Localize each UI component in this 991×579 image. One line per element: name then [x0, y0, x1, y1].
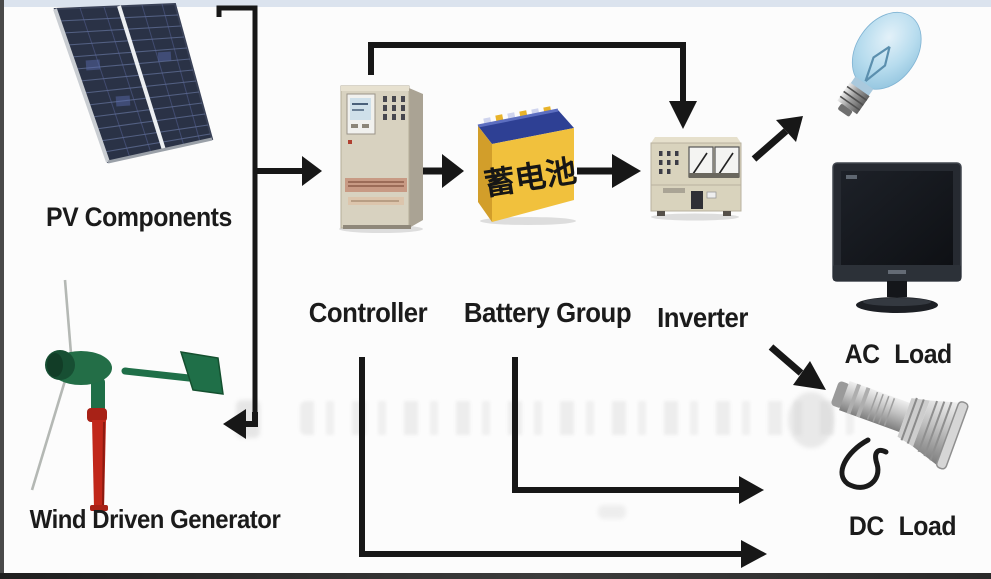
light-bulb-icon: [836, 4, 936, 132]
controller-label-band: [345, 178, 407, 192]
arrowhead-battery-dc: [739, 476, 764, 504]
watermark-artifact: [598, 505, 626, 519]
inverter-icon: [643, 133, 749, 223]
connector-controller-to-dc-load: [359, 357, 741, 557]
bottom-edge-bar: [0, 573, 991, 579]
inverter-indicators: [659, 151, 679, 174]
wind-turbine-icon: [15, 278, 230, 514]
connector-inverter-to-bulb: [751, 128, 789, 162]
panel-divider: [117, 5, 166, 151]
turbine-tail-fin: [179, 351, 224, 395]
left-edge-line: [0, 0, 4, 574]
arrowhead-to-bulb: [776, 116, 803, 142]
monitor-icon: [830, 160, 964, 316]
turbine-pole-collar: [87, 408, 107, 422]
flashlight-head: [913, 400, 959, 465]
wind-label: Wind Driven Generator: [29, 504, 281, 534]
solar-panel-icon: [38, 0, 223, 172]
inverter-switch: [691, 191, 703, 209]
arrowhead-to-controller: [302, 156, 322, 186]
dc-load-label: DC Load: [848, 511, 957, 541]
flashlight-icon: [820, 378, 975, 508]
ac-load-label: AC Load: [844, 339, 953, 369]
pv-label: PV Components: [46, 202, 232, 232]
watermark-artifact: [788, 392, 834, 448]
controller-indicators: [383, 96, 405, 120]
controller-icon: [335, 78, 435, 234]
panel-frame: [53, 8, 110, 163]
top-edge-strip: [0, 0, 991, 7]
inverter-label: Inverter: [657, 302, 748, 333]
controller-label: Controller: [308, 297, 428, 328]
arrowhead-to-battery: [442, 154, 464, 188]
monitor-stand: [887, 281, 907, 297]
battery-front: [492, 128, 574, 222]
flashlight-strap: [839, 437, 889, 490]
arrowhead-to-inverter: [612, 154, 641, 188]
bulb-filament: [864, 45, 891, 82]
battery-icon: 蓄电池: [470, 104, 582, 226]
watermark-artifact: [236, 400, 260, 438]
monitor-screen: [841, 171, 953, 267]
connector-inverter-to-ac-load: [768, 344, 804, 376]
arrowhead-top-to-inverter: [669, 101, 697, 129]
battery-label: Battery Group: [463, 297, 632, 328]
arrowhead-controller-dc: [741, 540, 767, 568]
battery-top-lid: [478, 110, 574, 144]
watermark-band: [300, 401, 855, 435]
